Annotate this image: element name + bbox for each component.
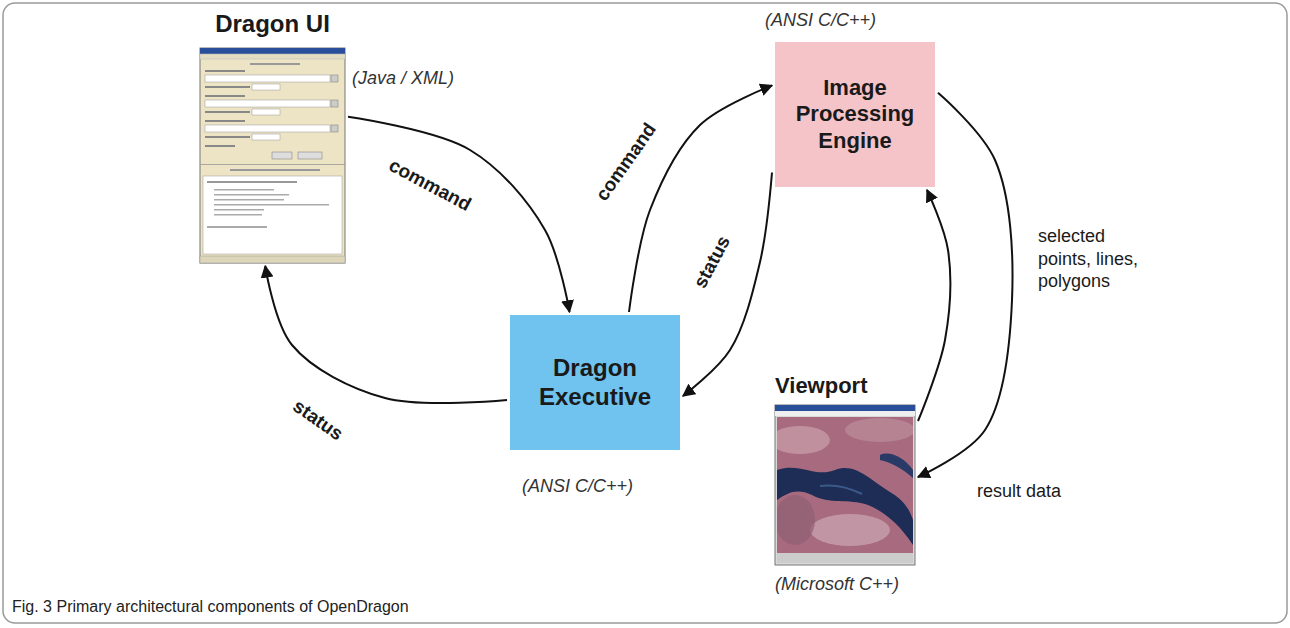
arrow-connector bbox=[918, 190, 950, 421]
arrow-connector bbox=[629, 86, 772, 313]
edge-label-holder: command bbox=[383, 153, 477, 218]
edge-label-holder: status bbox=[687, 230, 736, 294]
language-note-holder: (Microsoft C++) bbox=[775, 574, 899, 595]
language-note-holder: (ANSI C/C++) bbox=[522, 476, 633, 497]
ui-window-node: Dragon UI bbox=[200, 48, 345, 263]
arrow-connector bbox=[683, 173, 772, 397]
process-box: Dragon Executive bbox=[510, 315, 680, 450]
arrow-connector bbox=[265, 266, 507, 403]
language-note: (Java / XML) bbox=[352, 68, 454, 88]
edge-label: status bbox=[687, 230, 736, 294]
arrow-connector bbox=[348, 117, 570, 312]
edge-label-holder: selected points, lines, polygons bbox=[1036, 225, 1158, 293]
edge-label: command bbox=[383, 153, 477, 218]
edge-label: command bbox=[589, 117, 662, 207]
language-note-holder: (Java / XML) bbox=[352, 68, 454, 89]
language-note: (ANSI C/C++) bbox=[765, 10, 876, 30]
edge-label: status bbox=[287, 393, 350, 447]
edge-label: selected points, lines, polygons bbox=[1036, 225, 1158, 293]
viewport-node: Viewport bbox=[775, 405, 915, 565]
language-note: (ANSI C/C++) bbox=[522, 476, 633, 496]
edge-label: result data bbox=[975, 480, 1063, 503]
box-title: Image Processing Engine bbox=[785, 75, 925, 154]
language-note: (Microsoft C++) bbox=[775, 574, 899, 594]
figure-caption: Fig. 3 Primary architectural components … bbox=[12, 598, 409, 615]
window-heading: Dragon UI bbox=[200, 10, 345, 39]
caption-holder: Fig. 3 Primary architectural components … bbox=[12, 598, 409, 616]
box-title: Dragon Executive bbox=[520, 354, 670, 412]
process-box: Image Processing Engine bbox=[775, 42, 935, 187]
window-heading: Viewport bbox=[775, 373, 915, 399]
edge-label-holder: status bbox=[287, 393, 350, 447]
figure-frame bbox=[3, 3, 1287, 623]
viewport-screenshot bbox=[770, 405, 915, 565]
edge-label-holder: command bbox=[589, 117, 662, 207]
edge-label-holder: result data bbox=[975, 480, 1063, 503]
ui-screenshot bbox=[200, 48, 345, 263]
language-note-holder: (ANSI C/C++) bbox=[765, 10, 876, 31]
